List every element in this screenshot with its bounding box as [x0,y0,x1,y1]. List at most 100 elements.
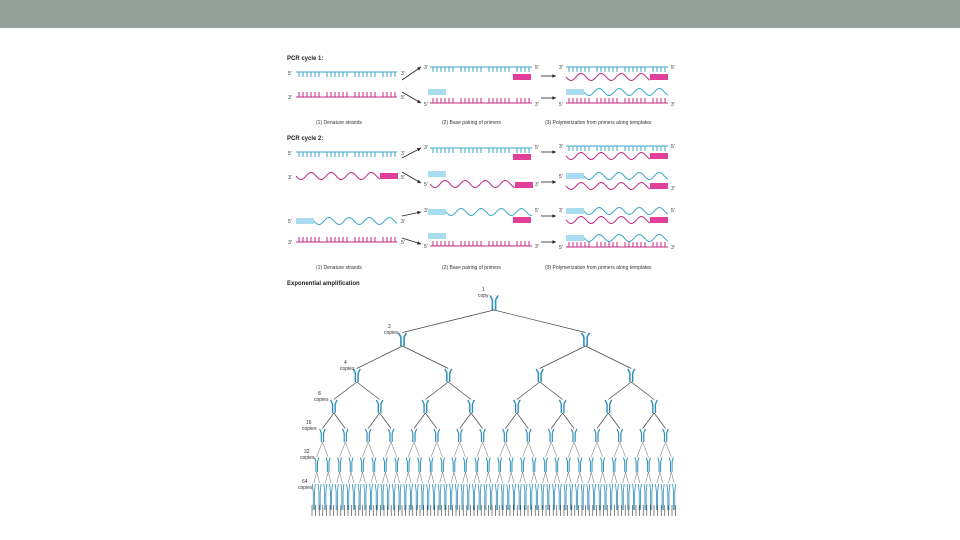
dna-copy-fork [640,484,641,492]
branch-line [608,413,619,429]
branch-line [554,472,557,483]
branch-line [623,472,626,483]
end-label-3: 3' [535,182,539,188]
dna-copy-fork [558,458,559,463]
branch-line [565,472,568,483]
dna-copy-fork [469,484,470,492]
dna-copy-fork [587,333,589,337]
arrow-head [417,241,421,244]
branch-line [591,442,597,457]
dna-copy-fork [667,429,669,433]
dna-copy-fork [475,484,476,492]
dna-copy-fork [427,400,429,404]
dna-copy-fork [395,458,396,463]
dna-copy-fork [640,429,642,433]
dna-copy-fork [369,429,371,433]
branch-line [437,442,443,457]
dna-copy-fork [615,484,616,492]
dna-copy-fork [635,484,636,492]
branch-line [591,472,594,483]
dna-copy-fork [478,458,479,463]
branch-line [620,442,626,457]
arrow-head [552,96,556,99]
branch-line [417,472,420,483]
dna-copy-fork [320,429,322,433]
branch-line [431,442,437,457]
dna-copy-fork [638,458,639,463]
branch-line [460,442,466,457]
new-strand-wave [446,209,532,216]
dna-copy-fork [372,484,373,492]
dna-copy-fork [566,458,567,463]
dna-copy-fork [383,458,384,463]
dna-copy-fork [418,458,419,463]
dna-copy-fork [646,484,647,492]
dna-copy-fork [617,429,619,433]
dna-copy-fork [330,484,331,492]
branch-line [463,472,466,483]
dna-copy-fork [612,484,613,492]
dna-copy-fork [589,458,590,463]
dna-copy-fork [604,484,605,492]
primer-block [566,208,584,214]
dna-copy-fork [672,458,673,463]
branch-line [540,346,586,369]
amplification-panel: Exponential amplification 1copy2copies4c… [287,281,676,516]
dna-copy-fork [610,400,612,404]
dna-copy-fork [667,484,668,492]
dna-copy-fork [489,458,490,463]
dna-copy-fork [509,484,510,492]
dna-copy-fork [669,484,670,492]
arrow-head [552,150,556,153]
dna-copy-fork [513,484,514,492]
new-strand-wave [584,235,668,242]
dna-copy-fork [526,484,527,492]
dna-copy-fork [381,400,383,404]
dna-copy-fork [498,458,499,463]
dna-copy-fork [363,458,364,463]
end-label-5: 5' [401,240,405,246]
dna-copy-fork [387,484,388,492]
branch-line [557,472,560,483]
end-label-5: 5' [288,71,292,77]
end-label-3: 3' [401,71,405,77]
branch-line [643,413,654,429]
branch-line [660,442,666,457]
branch-line [614,472,617,483]
branch-line [348,472,351,483]
dna-copy-fork [427,484,428,492]
dna-copy-fork [601,458,602,463]
branch-line [420,472,423,483]
dna-copy-fork [661,458,662,463]
dna-copy-fork [543,458,544,463]
dna-copy-fork [318,458,319,463]
dna-copy-fork [490,296,492,301]
dna-copy-fork [558,484,559,492]
dna-copy-fork [389,484,390,492]
branch-line [657,472,660,483]
dna-copy-fork [346,429,348,433]
dna-copy-fork [663,429,665,433]
dna-copy-fork [497,484,498,492]
new-strand-wave [314,218,397,225]
dna-copy-fork [412,484,413,492]
dna-copy-fork [605,400,607,404]
dna-copy-fork [410,484,411,492]
cycle1-caption-base-pairing: (2) Base pairing of primers [442,120,501,126]
dna-copy-fork [395,484,396,492]
end-label-3: 3' [424,208,428,214]
branch-line [531,472,534,483]
dna-copy-fork [495,484,496,492]
new-strand-wave [566,217,650,224]
dna-copy-fork [663,484,664,492]
cycle2-caption-base-pairing: (2) Base pairing of primers [442,265,501,271]
dna-copy-fork [392,429,394,433]
dna-copy-fork [347,484,348,492]
dna-copy-fork [377,484,378,492]
dna-copy-fork [320,484,321,492]
branch-line [648,472,651,483]
dna-copy-fork [537,484,538,492]
dna-copy-fork [340,458,341,463]
dna-copy-fork [392,484,393,492]
branch-line [443,472,446,483]
